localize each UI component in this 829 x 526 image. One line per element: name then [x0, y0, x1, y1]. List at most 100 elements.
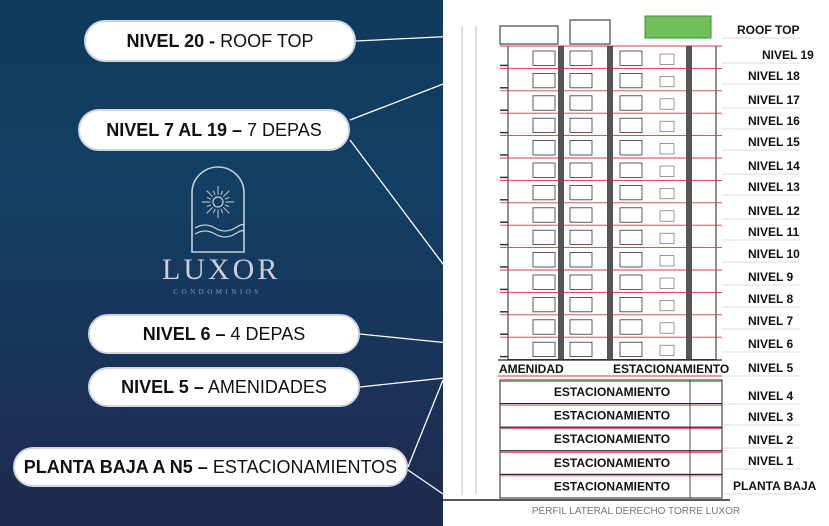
- sun-ray: [206, 206, 214, 214]
- sun-ray: [222, 190, 230, 198]
- label-level-6: NIVEL 6 – 4 DEPAS: [88, 314, 360, 354]
- level-label: NIVEL 9: [748, 270, 793, 284]
- parking-floor: [499, 473, 723, 499]
- window-center-right: [619, 50, 643, 66]
- window-right: [659, 255, 675, 267]
- level-labels: AMENIDAD ESTACIONAMIENTO ESTACIONAMIENTO ES…: [499, 23, 817, 493]
- logo-wordmark: LUXOR: [162, 253, 281, 286]
- window-center-left: [569, 252, 593, 268]
- label-level-6-rest: 4 DEPAS: [225, 323, 306, 344]
- level-label: NIVEL 14: [748, 159, 800, 173]
- parking-floor-label: ESTACIONAMIENTO: [554, 456, 670, 470]
- window-center-right: [619, 274, 643, 290]
- window-center-right: [619, 140, 643, 156]
- level-label: NIVEL 13: [748, 180, 800, 194]
- level-label: NIVEL 19: [762, 48, 814, 62]
- window-center-right: [619, 319, 643, 335]
- level-label: NIVEL 12: [748, 204, 800, 218]
- level-5-parking-label: ESTACIONAMIENTO: [613, 362, 729, 376]
- window-right: [659, 53, 675, 65]
- window-center-left: [569, 162, 593, 178]
- window-center-left: [569, 117, 593, 133]
- window-left: [532, 341, 556, 358]
- leader-line: [359, 371, 501, 388]
- sun-ray: [212, 208, 216, 214]
- window-right: [659, 165, 675, 177]
- window-center-left: [569, 184, 593, 201]
- label-roof-top: NIVEL 20 - ROOF TOP: [84, 20, 356, 62]
- window-center-right: [619, 296, 643, 313]
- window-center-left: [569, 229, 593, 245]
- window-left: [532, 252, 556, 268]
- level-label: NIVEL 10: [748, 247, 800, 261]
- window-left: [532, 140, 556, 156]
- level-label: NIVEL 11: [748, 225, 799, 239]
- sun-ray: [206, 204, 212, 208]
- level-label: ROOF TOP: [737, 23, 799, 37]
- level-label: PLANTA BAJA: [733, 479, 817, 493]
- level-5-amenity-label: AMENIDAD: [499, 362, 564, 376]
- leader-line: [359, 333, 499, 349]
- label-level-5: NIVEL 5 – AMENIDADES: [88, 367, 360, 407]
- label-level-5-rest: AMENIDADES: [203, 376, 327, 397]
- window-right: [659, 210, 675, 222]
- window-left: [532, 296, 556, 313]
- window-right: [659, 232, 675, 244]
- window-left: [532, 162, 556, 178]
- leader-line: [349, 61, 501, 121]
- label-parking: PLANTA BAJA A N5 – ESTACIONAMIENTOS: [13, 447, 408, 487]
- window-center-right: [619, 95, 643, 111]
- level-label: NIVEL 7: [748, 314, 793, 328]
- window-center-right: [619, 341, 643, 358]
- window-right: [659, 76, 675, 88]
- left-panel: [0, 0, 443, 526]
- sun-ray: [220, 190, 224, 196]
- window-left: [532, 274, 556, 290]
- window-right: [659, 300, 675, 312]
- window-right: [659, 322, 675, 334]
- level-label: NIVEL 2: [748, 433, 793, 447]
- logo-subtitle: CONDOMINIOS: [173, 288, 262, 296]
- window-center-left: [569, 207, 593, 223]
- window-right: [659, 120, 675, 132]
- label-levels-7-19-rest: 7 DEPAS: [242, 119, 322, 140]
- window-center-right: [619, 162, 643, 178]
- window-center-right: [619, 184, 643, 201]
- window-center-left: [569, 95, 593, 111]
- parking-floor-label: ESTACIONAMIENTO: [554, 432, 670, 446]
- roof-stair-core: [569, 19, 611, 45]
- window-left: [532, 319, 556, 335]
- leader-line: [407, 469, 444, 495]
- window-center-left: [569, 140, 593, 156]
- window-right: [659, 143, 675, 155]
- window-left: [532, 95, 556, 111]
- window-right: [659, 277, 675, 289]
- leader-lines: [349, 33, 501, 495]
- label-parking-rest: ESTACIONAMIENTOS: [207, 456, 398, 477]
- parking-floor-label: ESTACIONAMIENTO: [554, 385, 670, 399]
- window-center-left: [569, 73, 593, 89]
- label-level-6-bold: NIVEL 6 –: [142, 323, 226, 344]
- window-left: [532, 73, 556, 89]
- leader-line: [407, 379, 444, 468]
- leader-line: [355, 33, 501, 42]
- sun-ray: [212, 190, 216, 196]
- level-label: NIVEL 3: [748, 410, 793, 424]
- window-center-left: [569, 319, 593, 335]
- sun-ray: [220, 208, 224, 214]
- sun-ray: [206, 190, 214, 198]
- window-center-right: [619, 73, 643, 89]
- roof-machine-room: [499, 25, 559, 45]
- label-levels-7-19-bold: NIVEL 7 AL 19 –: [106, 119, 243, 140]
- level-label: NIVEL 18: [748, 69, 800, 83]
- window-right: [659, 98, 675, 110]
- building-elevation: [440, 15, 800, 501]
- window-left: [532, 184, 556, 201]
- level-label: NIVEL 8: [748, 292, 793, 306]
- column-center: [607, 46, 613, 360]
- level-label: NIVEL 5: [748, 361, 793, 375]
- label-level-5-bold: NIVEL 5 –: [121, 376, 204, 397]
- level-label: NIVEL 6: [748, 337, 793, 351]
- label-roof-top-rest: ROOF TOP: [215, 30, 314, 51]
